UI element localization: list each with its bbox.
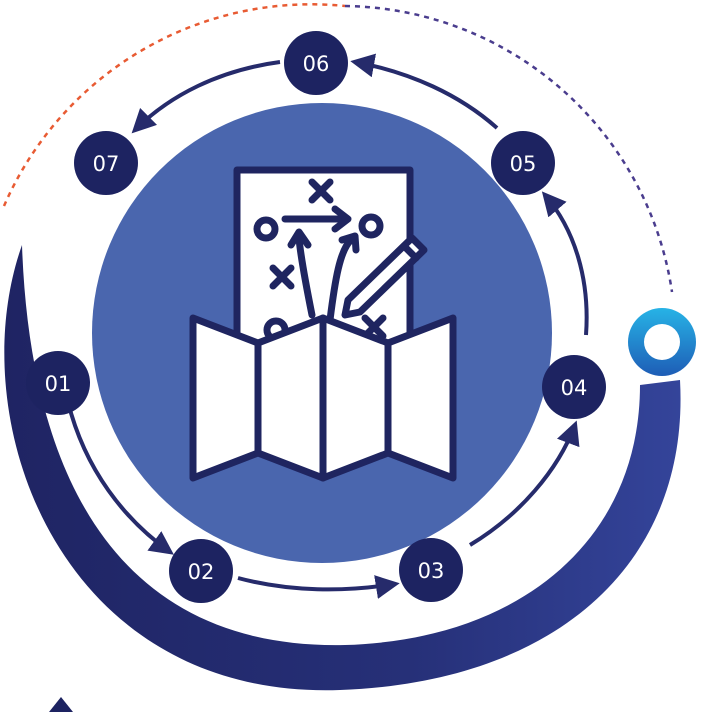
map-strategy-icon <box>189 166 457 482</box>
step-nodes: 01 02 03 04 05 06 07 <box>26 31 606 603</box>
arrow-06-to-07 <box>131 60 281 134</box>
step-label-03: 03 <box>418 559 445 583</box>
arrow-03-to-04 <box>468 420 580 547</box>
arrow-05-to-06 <box>350 53 499 130</box>
step-label-06: 06 <box>303 52 330 76</box>
step-label-07: 07 <box>93 152 120 176</box>
accent-ring-hole <box>644 324 680 360</box>
step-node-06: 06 <box>284 31 348 95</box>
step-connectors <box>66 53 589 599</box>
step-node-07: 07 <box>74 131 138 195</box>
step-node-04: 04 <box>542 355 606 419</box>
step-label-01: 01 <box>45 372 72 396</box>
step-label-04: 04 <box>561 376 588 400</box>
corner-triangle-icon <box>49 697 73 712</box>
step-node-02: 02 <box>169 539 233 603</box>
step-node-05: 05 <box>491 131 555 195</box>
step-label-05: 05 <box>510 152 537 176</box>
arrow-04-to-05 <box>541 191 589 336</box>
step-label-02: 02 <box>188 560 215 584</box>
step-node-01: 01 <box>26 351 90 415</box>
arrow-02-to-03 <box>237 575 400 599</box>
step-node-03: 03 <box>399 538 463 602</box>
dashed-ring-orange <box>2 3 346 207</box>
arrow-01-to-02 <box>66 401 174 555</box>
dashed-ring-purple <box>344 4 674 293</box>
